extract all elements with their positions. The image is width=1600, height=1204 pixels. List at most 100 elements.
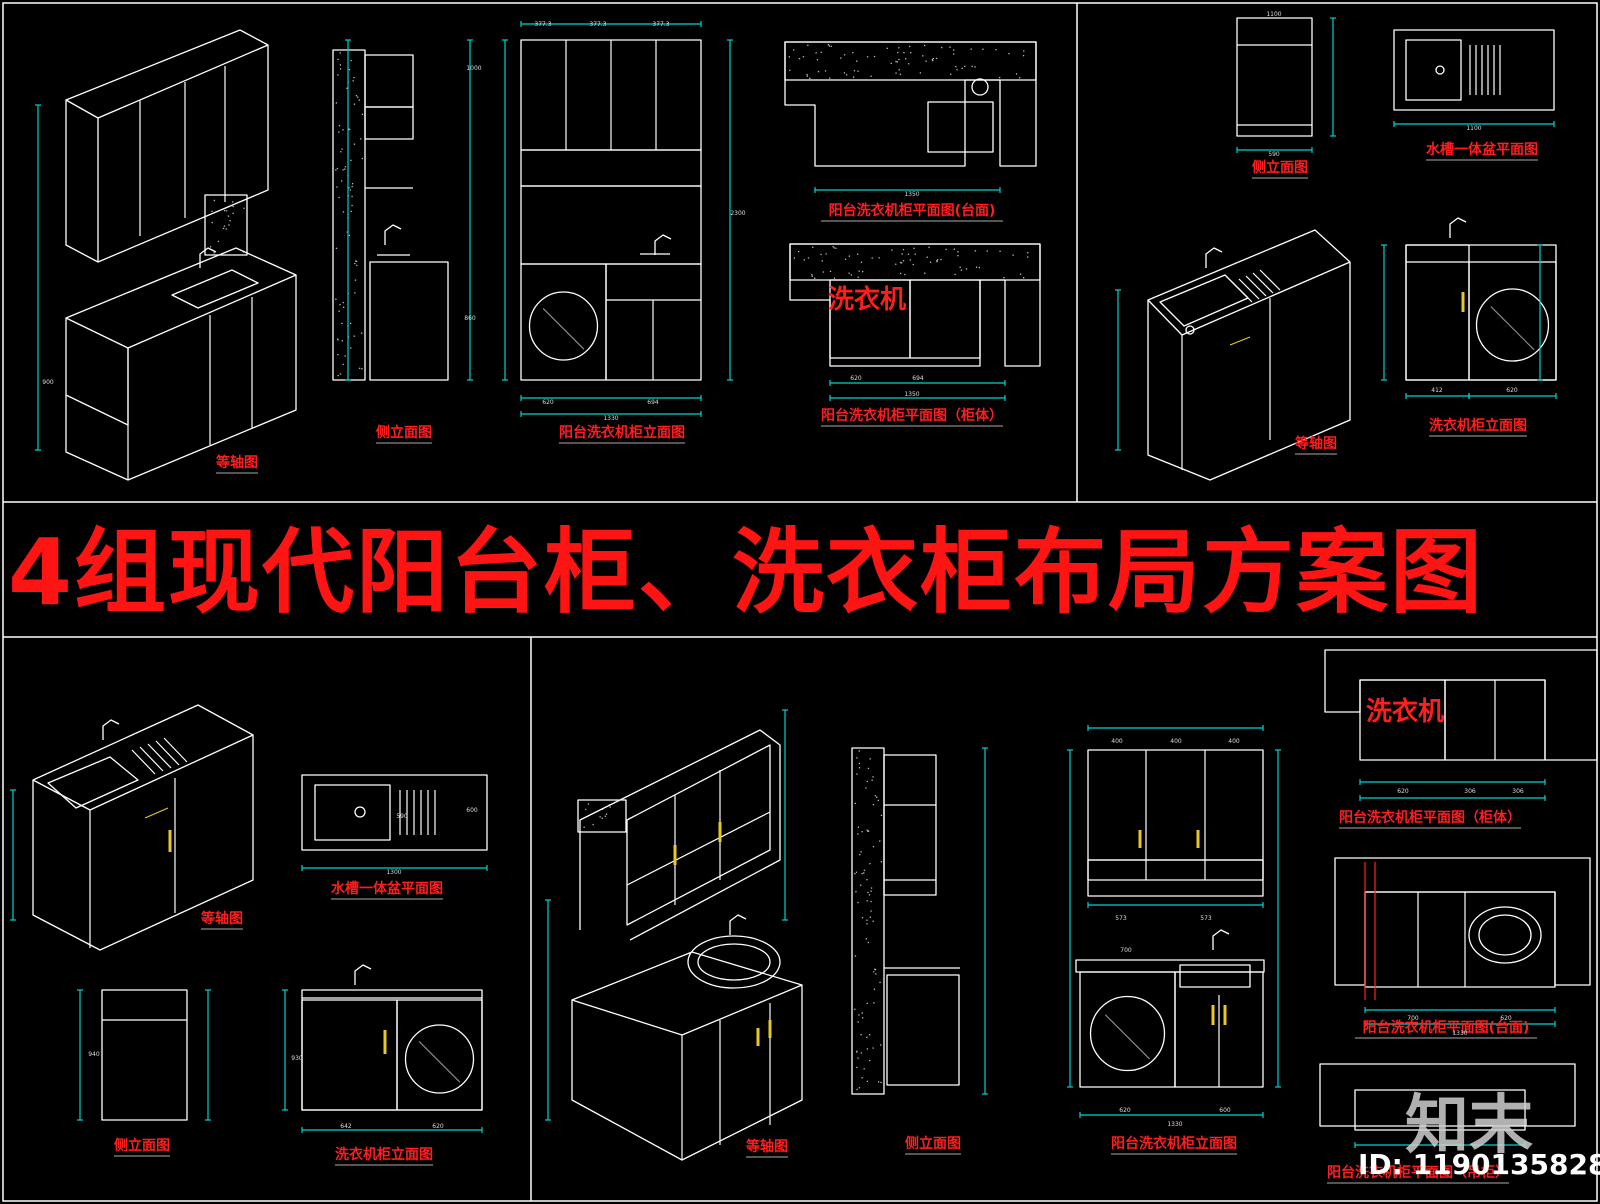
dimension-text: 377.3 — [652, 21, 669, 28]
stone-speckle — [901, 253, 903, 255]
stone-speckle — [803, 259, 805, 261]
stone-speckle — [866, 919, 868, 921]
stone-speckle — [1022, 55, 1025, 57]
stone-speckle — [924, 44, 926, 47]
stone-speckle — [848, 272, 850, 274]
stone-speckle — [232, 205, 234, 208]
stone-speckle — [974, 66, 976, 68]
dimension-text: 940 — [88, 1051, 100, 1058]
stone-speckle — [337, 339, 339, 341]
cad-ellipse — [1478, 914, 1532, 956]
cad-line — [626, 811, 771, 886]
stone-speckle — [337, 374, 339, 377]
stone-speckle — [880, 1044, 882, 1046]
stone-speckle — [609, 806, 611, 808]
stone-speckle — [900, 272, 902, 275]
stone-speckle — [855, 891, 857, 893]
stone-speckle — [335, 298, 337, 300]
cad-polyline — [65, 275, 297, 481]
stone-speckle — [858, 750, 860, 752]
stone-speckle — [861, 872, 863, 875]
stone-speckle — [350, 347, 352, 349]
stone-speckle — [829, 77, 831, 79]
drawing-label: 洗衣机柜立面图 — [335, 1146, 433, 1163]
stone-speckle — [833, 247, 835, 249]
dimension-text: 620 — [1506, 387, 1518, 394]
stone-speckle — [853, 70, 856, 72]
stone-speckle — [1003, 277, 1005, 279]
drawing-label: 阳台洗衣机柜平面图(台面) — [1363, 1019, 1530, 1036]
stone-speckle — [982, 48, 984, 50]
dimension-text: 1330 — [1452, 1030, 1467, 1037]
stone-speckle — [878, 1081, 880, 1083]
faucet — [1212, 929, 1230, 950]
stone-speckle — [227, 215, 230, 217]
stone-speckle — [856, 1088, 858, 1091]
stone-speckle — [342, 211, 345, 213]
cad-ellipse — [697, 943, 771, 981]
stone-speckle — [874, 969, 877, 971]
dimension-text: 400 — [1170, 738, 1182, 745]
washer-drum — [528, 291, 599, 361]
stone-speckle — [878, 257, 880, 259]
stone-speckle — [855, 871, 858, 873]
dimension-text: 1000 — [466, 65, 481, 72]
stone-speckle — [999, 76, 1001, 79]
stone-speckle — [870, 75, 872, 77]
dimension-text: 700 — [1120, 947, 1132, 954]
stone-speckle — [872, 1047, 874, 1049]
stone-speckle — [229, 220, 231, 222]
stone-speckle — [350, 59, 352, 62]
stone-speckle — [957, 255, 959, 257]
stone-speckle — [852, 76, 855, 78]
stone-speckle — [811, 275, 813, 277]
stone-speckle — [863, 872, 865, 874]
stone-speckle — [337, 74, 339, 76]
stone-speckle — [361, 157, 363, 160]
stone-speckle — [857, 1021, 859, 1023]
stone-speckle — [341, 340, 343, 342]
stone-speckle — [950, 73, 952, 75]
upper-cabinets-4 — [1087, 749, 1264, 881]
stone-wall-section — [851, 747, 885, 1095]
stone-speckle — [867, 767, 870, 770]
stone-speckle — [351, 185, 353, 188]
stone-speckle — [361, 113, 364, 115]
drawing-label: 阳台洗衣机柜平面图（吊柜） — [1327, 1164, 1509, 1181]
stone-speckle — [338, 131, 340, 133]
drawing-label: 阳台洗衣机柜立面图 — [559, 424, 685, 441]
cad-polyline — [32, 735, 254, 951]
dimension-text: 620 — [1500, 1015, 1512, 1022]
stone-speckle — [339, 373, 342, 375]
stone-speckle — [899, 73, 901, 75]
stone-speckle — [356, 264, 358, 267]
stone-speckle — [862, 271, 864, 273]
iso-upper-cabinet-front — [97, 45, 269, 263]
stone-speckle — [856, 1066, 858, 1069]
stone-speckle — [349, 189, 352, 191]
drawing-label: 阳台洗衣机柜平面图（柜体） — [821, 407, 1003, 424]
stone-speckle — [857, 833, 859, 835]
stone-speckle — [872, 846, 875, 848]
stone-speckle — [211, 210, 213, 212]
dimension-text: 600 — [1219, 1107, 1231, 1114]
dimension-text: 590 — [396, 813, 408, 820]
dimension-text: 600 — [466, 807, 478, 814]
dimension-text: 1330 — [603, 415, 618, 422]
stone-speckle — [869, 916, 871, 918]
stone-speckle — [871, 257, 873, 259]
stone-speckle — [858, 1014, 860, 1016]
stone-speckle — [869, 758, 871, 760]
stone-speckle — [348, 187, 350, 189]
faucet — [199, 247, 217, 268]
stone-speckle — [931, 59, 933, 61]
stone-speckle — [243, 207, 245, 209]
stone-speckle — [335, 247, 338, 249]
stone-speckle — [914, 253, 916, 255]
stone-speckle — [335, 102, 337, 104]
stone-speckle — [337, 58, 339, 61]
washing-machine — [1079, 971, 1176, 1088]
drawing-label: 水槽一体盆平面图 — [331, 880, 443, 897]
stone-speckle — [349, 128, 351, 130]
stone-speckle — [342, 363, 344, 366]
